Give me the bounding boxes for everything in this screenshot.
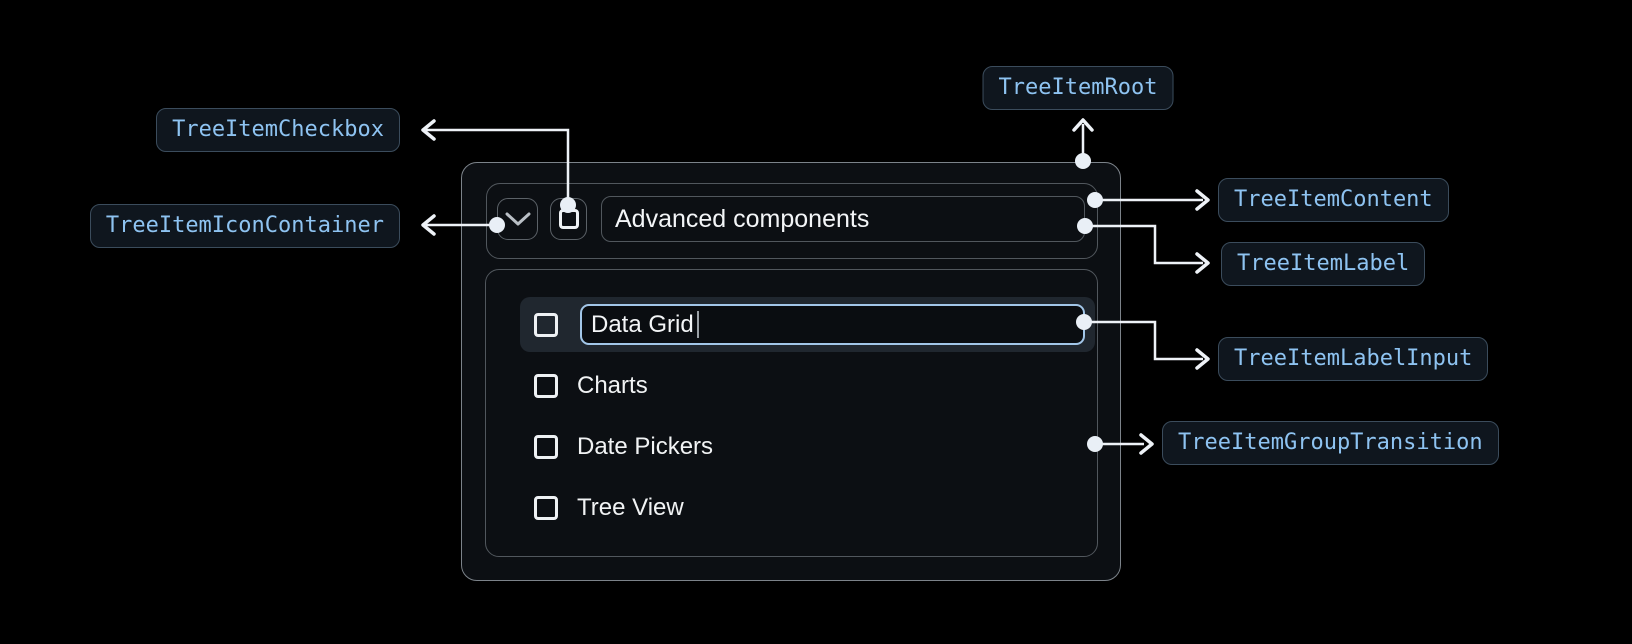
group-transition-arrowhead — [1139, 433, 1154, 455]
tree-item-group-transition: Data Grid Charts Date Pickers Tree View — [485, 269, 1098, 557]
checkbox-unchecked-icon[interactable] — [534, 435, 558, 459]
content-arrowhead — [1195, 189, 1210, 211]
checkbox-unchecked-icon — [558, 209, 579, 229]
tree-item-row[interactable]: Tree View — [534, 488, 684, 528]
tree-item-label: Charts — [577, 372, 648, 399]
tree-item-icon-container[interactable] — [497, 198, 538, 240]
parent-item-label: Advanced components — [615, 205, 870, 233]
label-input-value: Data Grid — [591, 310, 694, 338]
label-arrowhead — [1195, 252, 1210, 274]
chevron-down-icon — [505, 212, 530, 226]
tree-item-label: Advanced components — [601, 196, 1085, 242]
annotation-tree-item-checkbox: TreeItemCheckbox — [156, 108, 400, 152]
tree-item-label: Tree View — [577, 494, 684, 521]
tree-item-row[interactable]: Charts — [534, 366, 648, 406]
annotation-tree-item-content: TreeItemContent — [1218, 178, 1449, 222]
annotation-tree-item-label-input: TreeItemLabelInput — [1218, 337, 1489, 381]
icon-container-arrowhead — [421, 214, 436, 236]
checkbox-unchecked-icon[interactable] — [534, 313, 558, 337]
checkbox-unchecked-icon[interactable] — [534, 374, 558, 398]
tree-item-row[interactable]: Date Pickers — [534, 427, 713, 467]
tree-item-root: Advanced components Data Grid Charts Dat… — [461, 162, 1121, 581]
checkbox-unchecked-icon[interactable] — [534, 496, 558, 520]
tree-item-label-input[interactable]: Data Grid — [580, 304, 1085, 345]
annotation-tree-item-group-transition: TreeItemGroupTransition — [1162, 421, 1499, 465]
checkbox-arrowhead — [421, 119, 436, 141]
annotation-tree-item-root: TreeItemRoot — [982, 66, 1174, 110]
tree-item-checkbox[interactable] — [550, 198, 587, 240]
annotation-tree-item-icon-container: TreeItemIconContainer — [89, 204, 400, 248]
tree-item-label: Date Pickers — [577, 433, 714, 460]
tree-item-row-editing[interactable]: Data Grid — [520, 297, 1095, 352]
annotation-tree-item-label: TreeItemLabel — [1221, 242, 1426, 286]
tree-item-content[interactable]: Advanced components — [486, 183, 1098, 259]
label-input-arrowhead — [1195, 348, 1210, 370]
root-arrowhead — [1072, 118, 1094, 132]
text-caret — [696, 311, 699, 338]
